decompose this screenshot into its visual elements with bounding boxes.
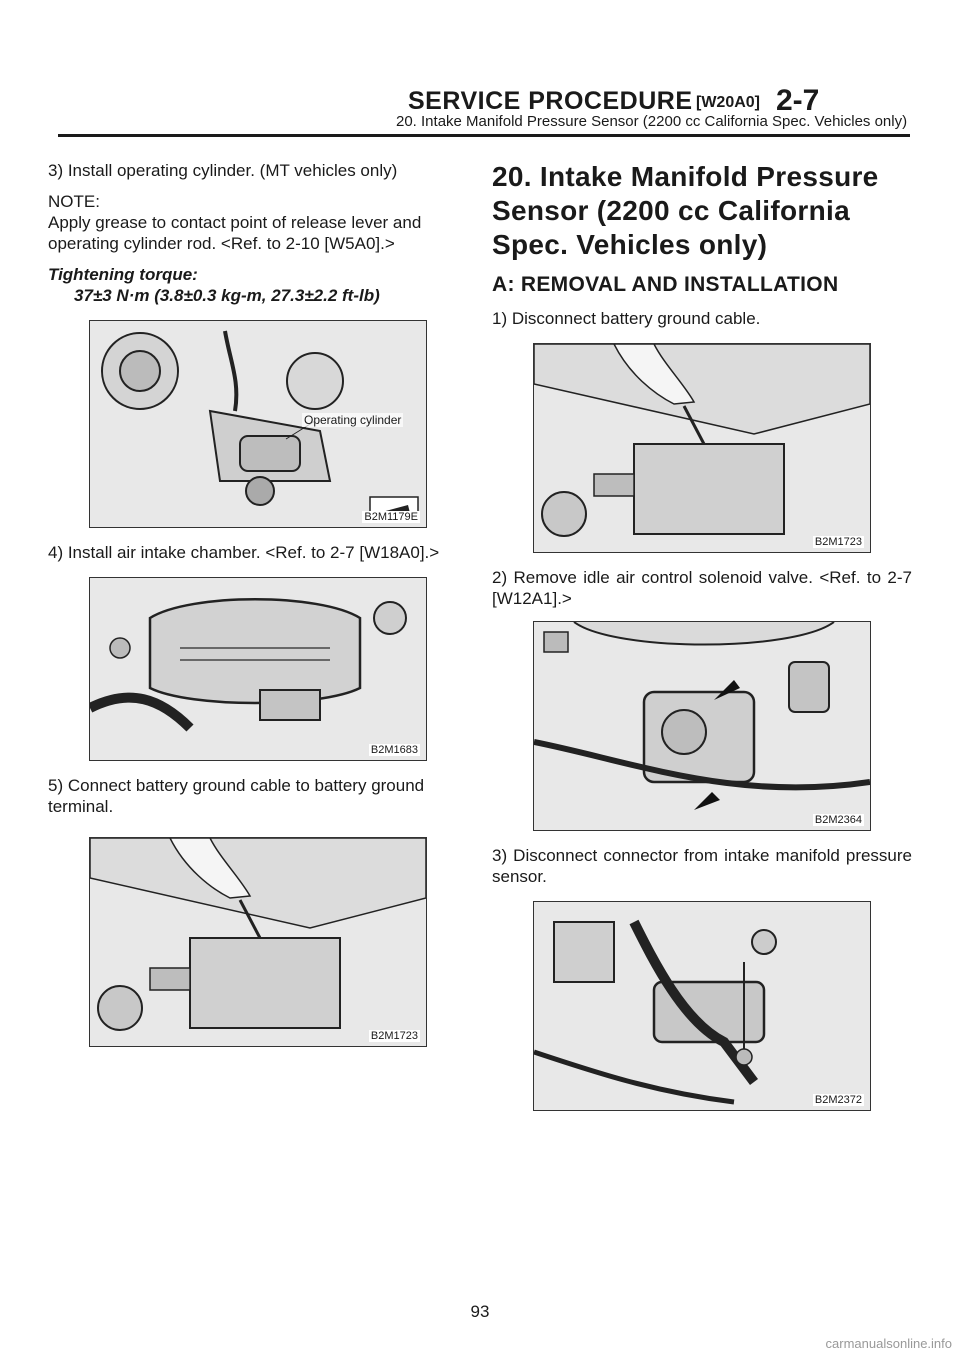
figure-id-4: B2M1723 bbox=[812, 536, 864, 548]
operating-cylinder-callout: Operating cylinder bbox=[302, 413, 404, 427]
section-code: [W20A0] bbox=[696, 94, 761, 111]
battery-illustration-2 bbox=[534, 344, 870, 552]
sensor-illustration bbox=[534, 902, 870, 1110]
step-5-connect-battery: 5) Connect battery ground cable to batte… bbox=[48, 776, 425, 816]
step-1-disconnect-battery: 1) Disconnect battery ground cable. bbox=[492, 309, 761, 328]
step-2-remove-idle-valve: 2) Remove idle air control solenoid valv… bbox=[492, 568, 912, 608]
step-3-disconnect-connector: 3) Disconnect connector from intake mani… bbox=[492, 846, 912, 886]
page-header: SERVICE PROCEDURE [W20A0] 2-7 20. Intake… bbox=[48, 0, 910, 138]
figure-id-3: B2M1723 bbox=[368, 1030, 420, 1042]
left-column: 3) Install operating cylinder. (MT vehic… bbox=[48, 160, 468, 1047]
step-4-install-air-intake: 4) Install air intake chamber. <Ref. to … bbox=[48, 543, 440, 562]
figure-battery-cable-2: B2M1723 bbox=[533, 343, 871, 553]
note-text: Apply grease to contact point of release… bbox=[48, 213, 422, 253]
figure-id-5: B2M2364 bbox=[812, 814, 864, 826]
figure-id-2: B2M1683 bbox=[368, 744, 420, 756]
step-3-install-operating-cylinder: 3) Install operating cylinder. (MT vehic… bbox=[48, 161, 398, 180]
section-heading: 20. Intake Manifold Pressure Sensor (220… bbox=[492, 161, 879, 260]
chapter-number: 2-7 bbox=[776, 84, 820, 117]
watermark[interactable]: carmanualsonline.info bbox=[825, 1336, 952, 1351]
valve-illustration bbox=[534, 622, 870, 830]
figure-battery-cable: B2M1723 bbox=[89, 837, 427, 1047]
torque-value: 37±3 N·m (3.8±0.3 kg-m, 27.3±2.2 ft-lb) bbox=[74, 286, 380, 305]
figure-id-1: B2M1179E bbox=[362, 511, 420, 523]
figure-id-6: B2M2372 bbox=[812, 1094, 864, 1106]
battery-illustration-1 bbox=[90, 838, 426, 1046]
engine-illustration-2 bbox=[90, 578, 426, 760]
figure-idle-air-valve: B2M2364 bbox=[533, 621, 871, 831]
page-number: 93 bbox=[470, 1302, 490, 1321]
note-label: NOTE: bbox=[48, 192, 100, 211]
header-rule bbox=[58, 134, 910, 137]
torque-label: Tightening torque: bbox=[48, 265, 198, 284]
header-subtitle: 20. Intake Manifold Pressure Sensor (220… bbox=[396, 113, 908, 130]
sub-heading: A: REMOVAL AND INSTALLATION bbox=[492, 273, 839, 296]
section-title: SERVICE PROCEDURE bbox=[408, 87, 693, 115]
figure-operating-cylinder: Operating cylinder B2M1179E bbox=[89, 320, 427, 528]
figure-air-intake-chamber: B2M1683 bbox=[89, 577, 427, 761]
figure-pressure-sensor: B2M2372 bbox=[533, 901, 871, 1111]
right-column: 20. Intake Manifold Pressure Sensor (220… bbox=[492, 160, 912, 1111]
